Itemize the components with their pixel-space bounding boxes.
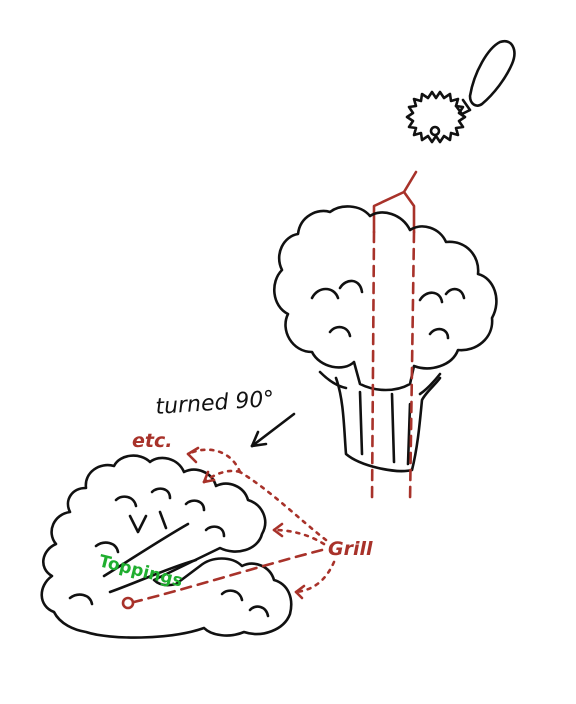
toppings-label: Toppings: [97, 551, 185, 591]
arrow-down-left-icon: [250, 412, 296, 448]
broccoli-lying-icon: [40, 454, 293, 639]
etc-label: etc.: [132, 430, 172, 452]
cut-guide-top: [372, 170, 418, 234]
grill-label: Grill: [328, 538, 373, 560]
cut-lines-vertical: [370, 230, 416, 504]
pizza-cutter-icon: [405, 39, 516, 144]
grill-pointers: [121, 446, 336, 610]
rotation-label: turned 90°: [155, 387, 276, 420]
broccoli-standing-icon: [273, 205, 498, 473]
